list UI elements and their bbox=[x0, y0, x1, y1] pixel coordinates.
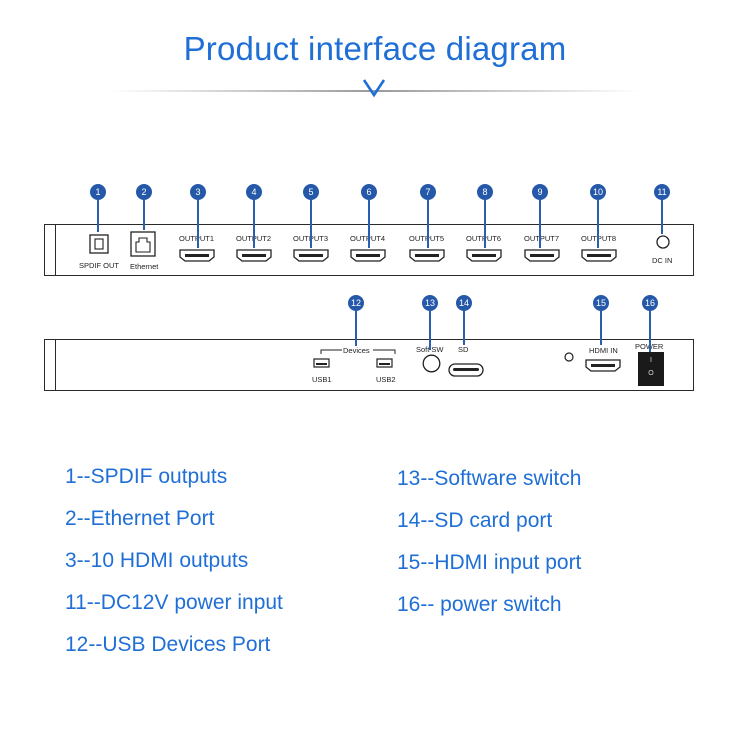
legend-item: 15--HDMI input port bbox=[397, 551, 582, 574]
callout-leader-line bbox=[368, 200, 370, 248]
devices-bracket bbox=[320, 349, 396, 354]
callout-badge: 14 bbox=[456, 295, 472, 311]
title-divider bbox=[110, 90, 640, 92]
callout-leader-line bbox=[600, 311, 602, 345]
legend-item: 13--Software switch bbox=[397, 467, 582, 490]
callout-badge: 15 bbox=[593, 295, 609, 311]
front-panel: SPDIF OUT Ethernet DC IN OUTPUT1OUTPUT2O… bbox=[44, 224, 694, 276]
callout-leader-line bbox=[97, 200, 99, 232]
sd-label: SD bbox=[458, 345, 469, 354]
power-switch-on-mark: I bbox=[650, 357, 652, 364]
callout-leader-line bbox=[463, 311, 465, 345]
back-panel: Devices USB1 USB2 Soft SW SD HDMI IN POW… bbox=[44, 339, 694, 391]
power-label: POWER bbox=[635, 342, 663, 351]
callout-badge: 10 bbox=[590, 184, 606, 200]
output-label: OUTPUT1 bbox=[179, 234, 214, 243]
hdmi-output-port bbox=[179, 249, 215, 262]
output-label: OUTPUT5 bbox=[409, 234, 444, 243]
soft-switch-button bbox=[422, 354, 441, 373]
hdmi-output-port bbox=[236, 249, 272, 262]
callout-badge: 5 bbox=[303, 184, 319, 200]
indicator-hole bbox=[564, 352, 574, 362]
ethernet-label: Ethernet bbox=[130, 262, 159, 271]
callout-badge: 8 bbox=[477, 184, 493, 200]
callout-leader-line bbox=[484, 200, 486, 248]
callout-badge: 1 bbox=[90, 184, 106, 200]
usb2-label: USB2 bbox=[376, 375, 396, 384]
dc-in-label: DC IN bbox=[652, 256, 673, 265]
callout-badge: 2 bbox=[136, 184, 152, 200]
callout-badge: 4 bbox=[246, 184, 262, 200]
power-switch-off-mark: O bbox=[648, 370, 654, 377]
hdmi-output-port bbox=[466, 249, 502, 262]
callout-leader-line bbox=[429, 311, 431, 350]
devices-label: Devices bbox=[343, 346, 370, 355]
chevron-down-icon bbox=[362, 79, 386, 98]
callout-badge: 16 bbox=[642, 295, 658, 311]
callout-badge: 9 bbox=[532, 184, 548, 200]
output-label: OUTPUT6 bbox=[466, 234, 501, 243]
hdmi-output-port bbox=[581, 249, 617, 262]
callout-leader-line bbox=[597, 200, 599, 248]
callout-leader-line bbox=[310, 200, 312, 248]
output-label: OUTPUT4 bbox=[350, 234, 385, 243]
spdif-port bbox=[89, 234, 109, 254]
hdmi-output-port bbox=[293, 249, 329, 262]
spdif-label: SPDIF OUT bbox=[79, 261, 120, 270]
callout-badge: 12 bbox=[348, 295, 364, 311]
callout-leader-line bbox=[539, 200, 541, 248]
callout-badge: 13 bbox=[422, 295, 438, 311]
legend-item: 11--DC12V power input bbox=[65, 591, 283, 614]
usb2-port bbox=[376, 358, 393, 368]
hdmi-output-port bbox=[350, 249, 386, 262]
callout-leader-line bbox=[649, 311, 651, 352]
callout-leader-line bbox=[427, 200, 429, 248]
callout-badge: 11 bbox=[654, 184, 670, 200]
hdmi-in-port bbox=[585, 359, 621, 372]
usb1-label: USB1 bbox=[312, 375, 332, 384]
dc-in-port bbox=[656, 235, 670, 249]
callout-badge: 7 bbox=[420, 184, 436, 200]
legend-item: 3--10 HDMI outputs bbox=[65, 549, 249, 572]
callout-badge: 3 bbox=[190, 184, 206, 200]
callout-leader-line bbox=[661, 200, 663, 234]
legend-item: 2--Ethernet Port bbox=[65, 507, 215, 530]
hdmi-output-port bbox=[524, 249, 560, 262]
hdmi-output-port bbox=[409, 249, 445, 262]
ethernet-port bbox=[130, 231, 156, 257]
callout-leader-line bbox=[143, 200, 145, 230]
callout-leader-line bbox=[253, 200, 255, 248]
hdmi-in-label: HDMI IN bbox=[589, 346, 618, 355]
callout-leader-line bbox=[197, 200, 199, 248]
legend-item: 12--USB Devices Port bbox=[65, 633, 271, 656]
power-switch: I O bbox=[638, 352, 664, 386]
callout-badge: 6 bbox=[361, 184, 377, 200]
usb1-port bbox=[313, 358, 330, 368]
legend-item: 14--SD card port bbox=[397, 509, 553, 532]
legend-item: 1--SPDIF outputs bbox=[65, 465, 228, 488]
callout-leader-line bbox=[355, 311, 357, 346]
sd-card-slot bbox=[448, 363, 484, 377]
page-title: Product interface diagram bbox=[183, 30, 567, 67]
output-label: OUTPUT7 bbox=[524, 234, 560, 243]
legend-item: 16-- power switch bbox=[397, 593, 562, 616]
